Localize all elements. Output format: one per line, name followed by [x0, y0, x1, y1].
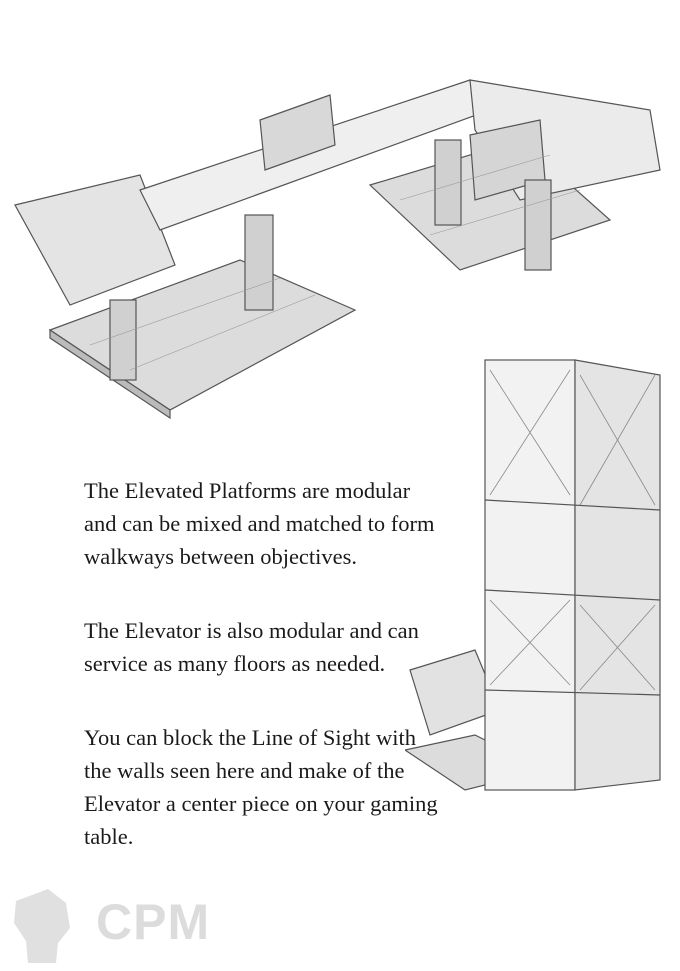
elevator-tower-render	[405, 359, 661, 791]
cpm-logo: CPM	[8, 883, 211, 963]
fist-icon	[14, 889, 70, 963]
logo-text: CPM	[96, 894, 211, 950]
paragraph-elevator: The Elevator is also modular and can ser…	[84, 618, 419, 676]
paragraph-platforms: The Elevated Platforms are modular and c…	[84, 478, 435, 569]
paragraph-line-of-sight: You can block the Line of Sight with the…	[84, 725, 438, 849]
body-text: The Elevated Platforms are modular and c…	[84, 474, 444, 894]
elevated-platforms-render	[14, 79, 661, 420]
